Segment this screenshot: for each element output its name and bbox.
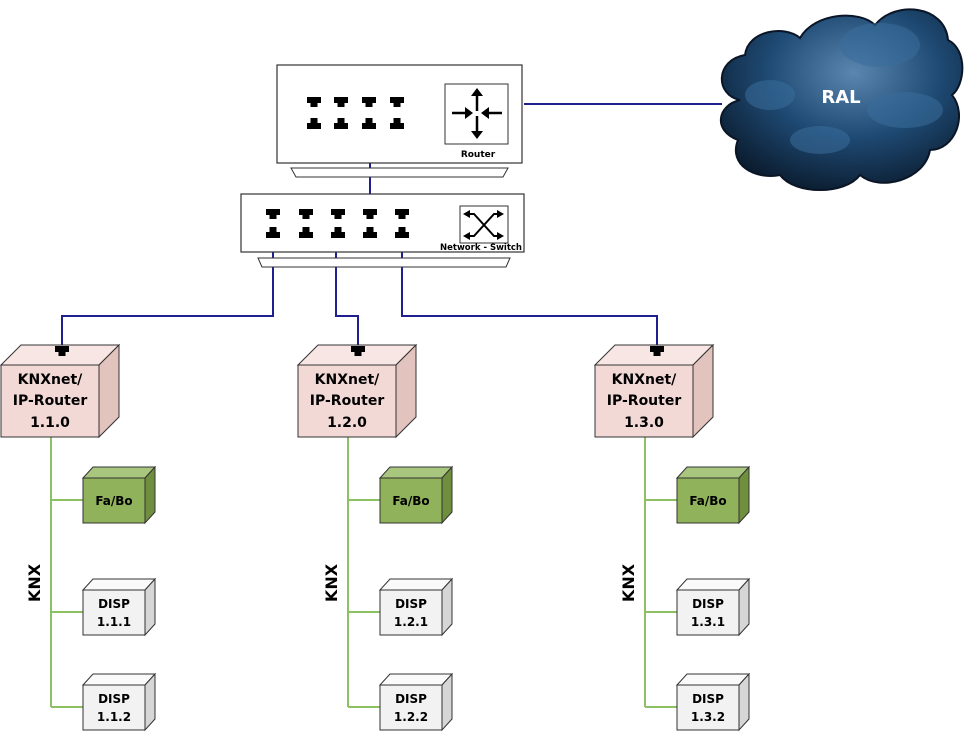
switch-label: Network - Switch [440,243,522,253]
knx-bus-label: KNX [25,563,44,602]
fabo-label: Fa/Bo [392,494,429,508]
knx-bus-label: KNX [322,563,341,602]
disp-name: DISP [98,692,130,706]
fabo-device: Fa/Bo [675,465,751,525]
disp-name: DISP [692,597,724,611]
knx-line-group: KNXnet/ IP-Router 1.3.0 KNX Fa/Bo DISP 1… [593,343,751,732]
ip-router-box: KNXnet/ IP-Router 1.3.0 [593,343,715,439]
disp-address: 1.1.1 [97,615,131,629]
ip-router-box: KNXnet/ IP-Router 1.2.0 [296,343,418,439]
ip-router-line1: KNXnet/ [315,372,381,388]
cloud-ral: RAL [719,8,964,191]
ip-router-address: 1.2.0 [327,415,367,431]
ip-router-address: 1.3.0 [624,415,664,431]
knx-bus-line [50,437,83,708]
disp-address: 1.1.2 [97,710,131,724]
disp-address: 1.2.2 [394,710,428,724]
knx-bus-line [644,437,677,708]
disp-name: DISP [395,692,427,706]
network-switch-device: Network - Switch [240,193,525,268]
fabo-label: Fa/Bo [689,494,726,508]
disp-device: DISP 1.1.2 [81,672,157,732]
disp-name: DISP [395,597,427,611]
switch-iprouter-1-link [61,233,274,348]
ip-router-line2: IP-Router [13,393,88,409]
ip-router-address: 1.1.0 [30,415,70,431]
router-label: Router [461,150,496,160]
knx-bus-line [347,437,380,708]
disp-address: 1.3.1 [691,615,725,629]
disp-device: DISP 1.2.2 [378,672,454,732]
ip-router-line2: IP-Router [607,393,682,409]
ip-router-line2: IP-Router [310,393,385,409]
switch-iprouter-2-link [335,233,359,348]
router-arrows-icon [452,88,502,139]
ip-router-line1: KNXnet/ [18,372,84,388]
cloud-label: RAL [821,87,860,108]
fabo-device: Fa/Bo [378,465,454,525]
fabo-label: Fa/Bo [95,494,132,508]
disp-device: DISP 1.3.2 [675,672,751,732]
knx-line-group: KNXnet/ IP-Router 1.1.0 KNX Fa/Bo DISP 1… [0,343,157,732]
disp-address: 1.2.1 [394,615,428,629]
disp-name: DISP [98,597,130,611]
disp-device: DISP 1.2.1 [378,577,454,637]
knx-line-group: KNXnet/ IP-Router 1.2.0 KNX Fa/Bo DISP 1… [296,343,454,732]
disp-device: DISP 1.3.1 [675,577,751,637]
ip-router-line1: KNXnet/ [612,372,678,388]
fabo-device: Fa/Bo [81,465,157,525]
switch-iprouter-3-link [401,233,658,348]
router-device: Router [276,64,523,178]
switch-crossed-arrows-icon [463,210,504,240]
knx-bus-label: KNX [619,563,638,602]
disp-name: DISP [692,692,724,706]
disp-device: DISP 1.1.1 [81,577,157,637]
ip-router-box: KNXnet/ IP-Router 1.1.0 [0,343,121,439]
disp-address: 1.3.2 [691,710,725,724]
